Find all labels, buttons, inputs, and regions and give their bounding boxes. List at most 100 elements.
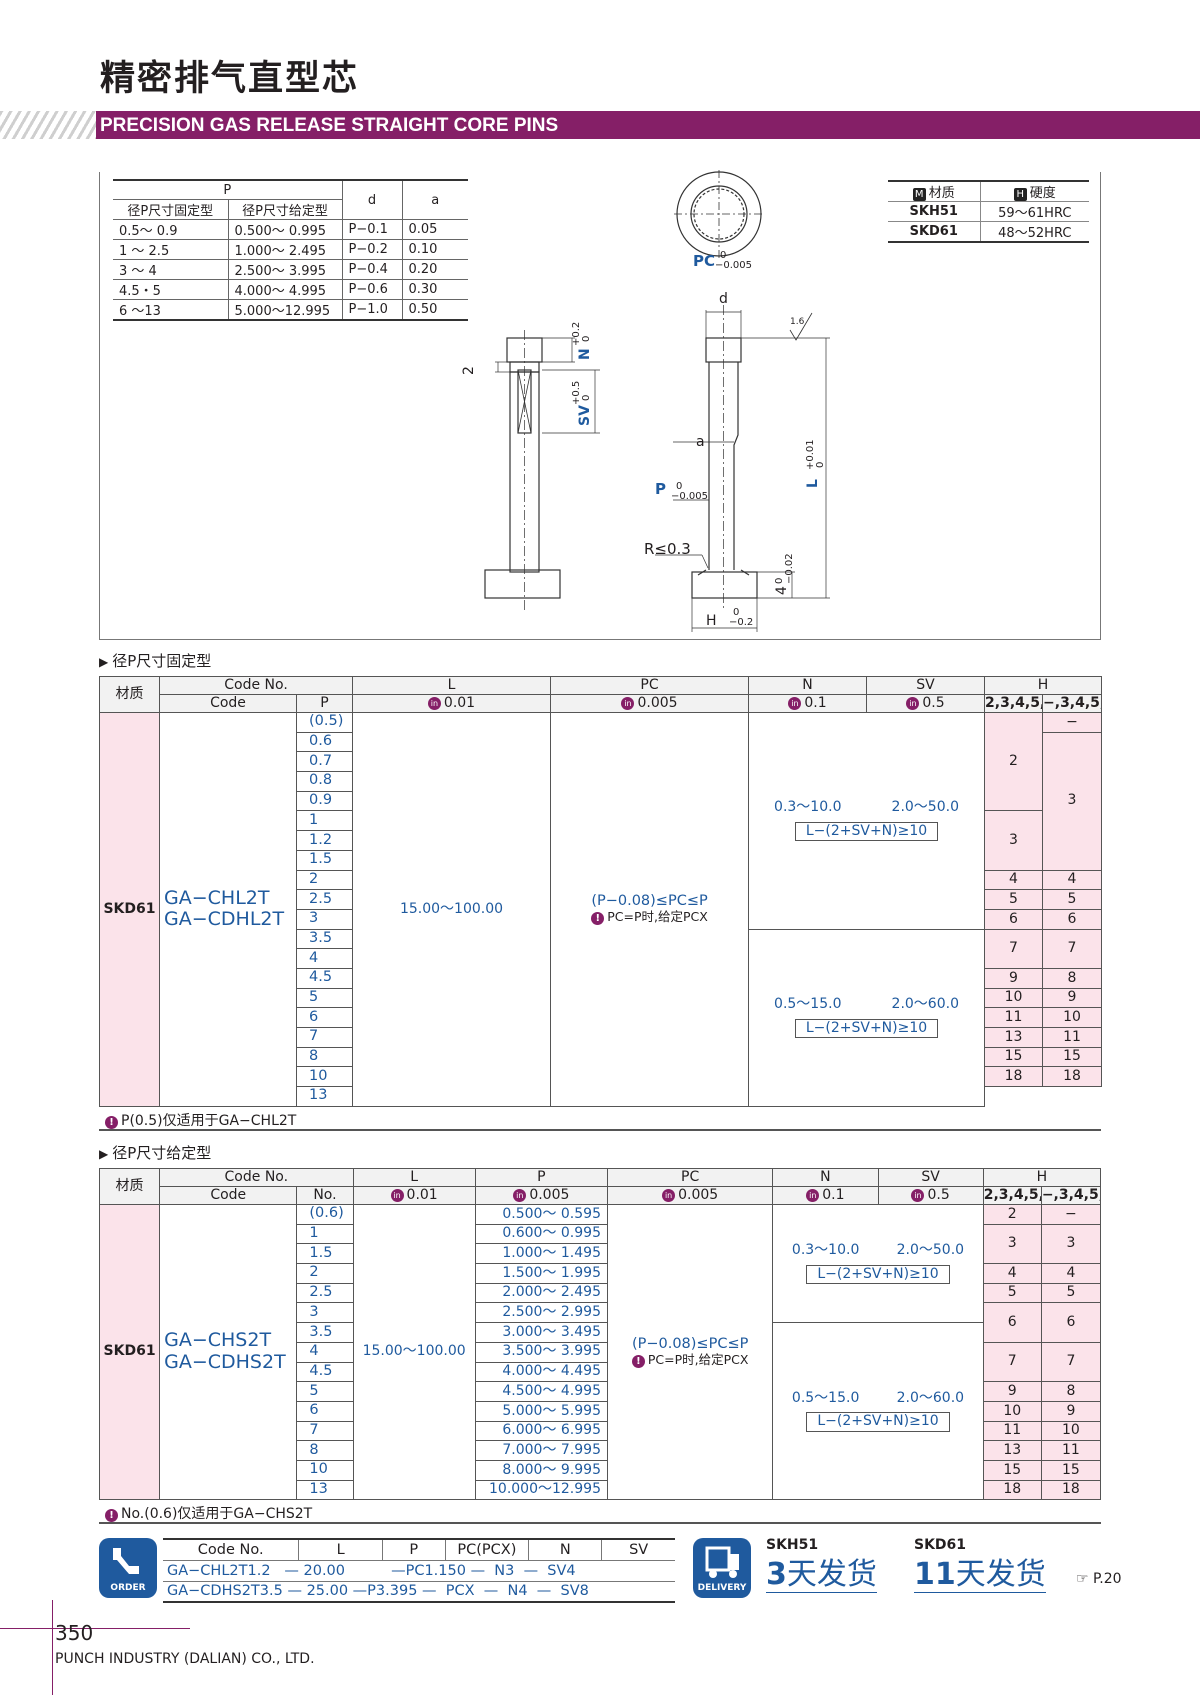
p-table-cell: 0.5～ 0.9 [113, 219, 228, 241]
material-icon: M [912, 188, 926, 201]
h-skd61: 11 [1040, 1440, 1102, 1461]
p-value: 3.5 [295, 928, 354, 950]
p-value: 6 [296, 1400, 354, 1422]
material-cell: SKD61 [98, 1203, 161, 1501]
header-sv: SV [866, 676, 986, 695]
h-skh51: 5 [982, 1282, 1042, 1304]
material-skh51: SKH51 [888, 201, 981, 222]
h-skd61: − [1040, 1204, 1102, 1225]
section1-label: 径P尺寸固定型 [99, 654, 211, 669]
h-skh51: 18 [984, 1066, 1044, 1088]
h-skh51: 11 [982, 1420, 1042, 1442]
p-table-cell: 0.10 [401, 239, 468, 261]
diagram-box [99, 172, 1101, 640]
p-range: 3.500～ 3.995 [474, 1341, 608, 1363]
p-value: (0.6) [296, 1204, 354, 1225]
delivery-ref[interactable]: ☞ P.20 [1076, 1571, 1122, 1587]
tol-n: 0.1 [772, 1186, 879, 1205]
h-skd61: 9 [1042, 987, 1103, 1009]
p-table-cell: 3 ～ 4 [113, 259, 228, 281]
h-skd61: 18 [1042, 1066, 1103, 1088]
header-code: Code [159, 1186, 298, 1205]
header-skd61: −,3,4,5,6,7,8,9,10,11,15,18 [1042, 694, 1103, 713]
h-skd61: 7 [1040, 1341, 1102, 1383]
h-skh51: 15 [984, 1046, 1044, 1068]
header-material: 材质 [99, 676, 160, 713]
p-table-cell: P−0.2 [341, 239, 402, 261]
hardness-skd61: 48～52HRC [998, 226, 1072, 241]
label-pc-tol-up: 0 [720, 250, 727, 261]
p-value: 3.5 [296, 1322, 354, 1343]
header-pc: PC [550, 676, 750, 695]
p-value: 3 [295, 908, 354, 930]
order-icon-label: ORDER [110, 1583, 146, 1593]
p-value: 10 [296, 1459, 354, 1481]
p-table-cell: 1.000～ 2.495 [227, 239, 342, 261]
h-skd61: 3 [1042, 731, 1103, 871]
label-a: a [696, 434, 705, 450]
section1-footnote: !P(0.5)仅适用于GA−CHL2T [99, 1111, 1101, 1131]
p-range: 6.000～ 6.995 [474, 1420, 608, 1442]
p-value: 10 [295, 1066, 354, 1088]
h-skd61: 3 [1040, 1223, 1102, 1265]
h-skh51: 15 [982, 1459, 1042, 1481]
p-value: 2 [296, 1263, 354, 1284]
order-h-pc: PC(PCX) [444, 1539, 529, 1561]
footer-hrule [0, 1628, 190, 1629]
h-skh51: 4 [982, 1263, 1042, 1284]
p-range: 7.000～ 7.995 [474, 1440, 608, 1461]
p-value: 2.5 [295, 889, 354, 910]
label-radius: R≤0.3 [644, 540, 691, 558]
h-skh51: 9 [982, 1381, 1042, 1402]
l-range: 15.00～100.00 [352, 712, 552, 1107]
p-table-cell: 5.000～12.995 [227, 299, 342, 322]
p-table-cell: 4.000～ 4.995 [227, 279, 342, 301]
p-table-cell: 0.05 [401, 219, 468, 241]
a-header: a [401, 180, 468, 221]
order-h-n: N [528, 1539, 602, 1561]
label-h: H [706, 613, 717, 629]
p-value: 4 [296, 1341, 354, 1363]
label-two: 2 [461, 366, 477, 375]
page-number: 350 [55, 1621, 94, 1645]
h-skh51: 10 [984, 987, 1044, 1009]
label-h-tol-up: 0 [733, 607, 740, 618]
header-code-no: Code No. [158, 676, 354, 695]
p-range: 0.500～ 0.595 [474, 1204, 608, 1225]
order-h-l: L [298, 1539, 383, 1561]
footer-rule [52, 1600, 53, 1695]
p-value: 3 [296, 1302, 354, 1324]
h-skh51: 13 [982, 1440, 1042, 1461]
core-pin-drawing [484, 170, 830, 632]
header-code-no: Code No. [159, 1168, 354, 1187]
header-h: H [982, 1168, 1102, 1187]
tol-sv: 0.5 [866, 694, 986, 713]
p-value: 0.7 [295, 751, 354, 773]
header-pc: PC [606, 1168, 774, 1187]
p-value: 5 [295, 987, 354, 1009]
label-p: P [655, 480, 666, 498]
delivery-skh: 3天发货 [766, 1557, 877, 1593]
h-skh51: 7 [984, 928, 1044, 969]
label-sv-tol-up: +0.5 [571, 380, 582, 405]
h-skh51: 3 [984, 810, 1044, 871]
p-value: 7 [295, 1027, 354, 1048]
h-skd61: 15 [1040, 1459, 1102, 1481]
p-range: 1.500～ 1.995 [474, 1263, 608, 1284]
p-value: 2 [295, 869, 354, 891]
header-p: P [474, 1168, 608, 1187]
p-table-cell: 6 ～13 [113, 299, 228, 322]
h-skh51: 3 [982, 1223, 1042, 1265]
p-table-cell: P−0.1 [341, 219, 402, 241]
label-p-tol-up: 0 [676, 481, 683, 492]
h-skh51: 6 [982, 1302, 1042, 1343]
h-skh51: 2 [984, 711, 1044, 812]
p-value: 4 [295, 948, 354, 969]
